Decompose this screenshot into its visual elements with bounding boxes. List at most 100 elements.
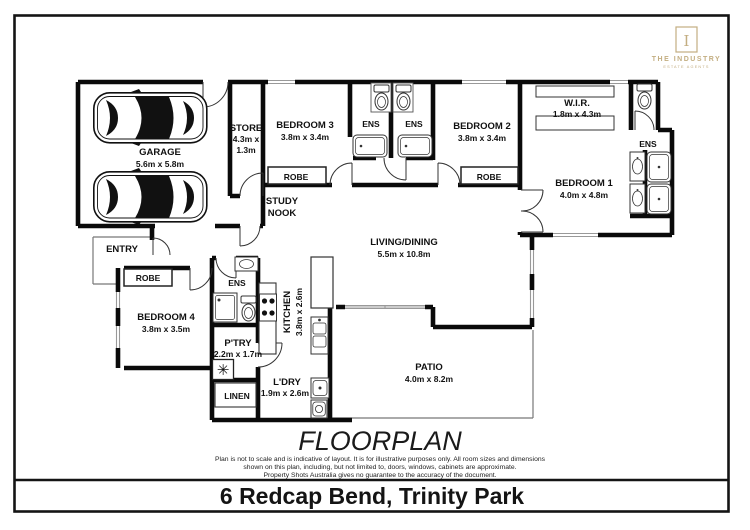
basin-icon: [629, 151, 646, 182]
room-label-ens1: ENS: [639, 139, 657, 149]
svg-text:STORE: STORE: [230, 123, 263, 134]
room-label-kitchen: KITCHEN 3.8m x 2.6m: [282, 287, 304, 336]
basin-icon: [234, 256, 259, 272]
svg-text:GARAGE: GARAGE: [139, 147, 181, 158]
entry-porch-outline: [92, 236, 152, 285]
svg-text:5.5m x 10.8m: 5.5m x 10.8m: [378, 249, 431, 259]
car-icon: [93, 167, 208, 226]
car-icon: [93, 88, 208, 147]
front-door-arc: [152, 237, 171, 256]
plan-title: FLOORPLAN: [298, 426, 462, 456]
svg-text:LIVING/DINING: LIVING/DINING: [370, 237, 438, 248]
room-label-linen: LINEN: [224, 391, 250, 401]
bedroom4-door-arc: [189, 267, 213, 291]
room-label-ens4: ENS: [228, 278, 246, 288]
svg-text:BEDROOM 4: BEDROOM 4: [137, 312, 195, 323]
svg-text:NOOK: NOOK: [268, 208, 297, 219]
room-label-pantry: P'TRY 2.2m x 1.7m: [214, 338, 263, 359]
windows-layer: [114, 78, 628, 348]
room-label-bedroom2: BEDROOM 2 3.8m x 3.4m: [453, 121, 511, 143]
wir-shelf: [535, 85, 615, 98]
address-text: 6 Redcap Bend, Trinity Park: [220, 483, 524, 509]
toilet-icon: [636, 83, 653, 110]
logo-company-name: THE INDUSTRY: [652, 56, 721, 63]
agency-logo: I THE INDUSTRY ESTATE AGENTS: [652, 26, 721, 69]
ensuite-door-arc: [383, 157, 407, 181]
patio-outline: [330, 330, 534, 419]
room-label-wir: W.I.R. 1.8m x 4.3m: [553, 98, 602, 119]
room-label-ens-left: ENS: [362, 119, 380, 129]
store-door-arc: [239, 172, 264, 197]
svg-text:P'TRY: P'TRY: [224, 338, 252, 349]
logo-tagline: ESTATE AGENTS: [663, 65, 709, 69]
svg-text:W.I.R.: W.I.R.: [564, 98, 590, 109]
svg-text:PATIO: PATIO: [415, 362, 443, 373]
svg-text:5.6m x 5.8m: 5.6m x 5.8m: [136, 159, 185, 169]
logo-square-icon: [675, 26, 698, 53]
toilet-icon: [240, 295, 257, 322]
shower-icon: [646, 151, 672, 183]
washing-machine-icon: [310, 399, 328, 419]
shower-icon: [646, 183, 672, 215]
svg-text:3.8m x 2.6m: 3.8m x 2.6m: [294, 287, 304, 336]
room-label-patio: PATIO 4.0m x 8.2m: [405, 362, 454, 384]
room-label-bedroom3: BEDROOM 3 3.8m x 3.4m: [276, 120, 334, 142]
svg-text:3.8m x 3.4m: 3.8m x 3.4m: [281, 132, 330, 142]
room-label-living: LIVING/DINING 5.5m x 10.8m: [370, 237, 438, 259]
svg-text:3.8m x 3.4m: 3.8m x 3.4m: [458, 133, 507, 143]
svg-text:1.9m x 2.6m: 1.9m x 2.6m: [261, 388, 310, 398]
svg-text:KITCHEN: KITCHEN: [282, 291, 293, 333]
svg-text:4.3m x: 4.3m x: [233, 134, 260, 144]
svg-text:L'DRY: L'DRY: [273, 377, 301, 388]
room-label-bedroom1: BEDROOM 1 4.0m x 4.8m: [555, 178, 613, 200]
shower-icon: [352, 134, 388, 158]
hot-water-icon: ✳: [211, 358, 235, 381]
bedroom1-double-door-arc: [520, 189, 544, 233]
shower-icon: [212, 292, 238, 323]
svg-text:4.0m x 8.2m: 4.0m x 8.2m: [405, 374, 454, 384]
thin-outlines: [92, 236, 534, 419]
robe-label-bed2: ROBE: [477, 172, 502, 182]
svg-text:BEDROOM 2: BEDROOM 2: [453, 121, 511, 132]
bedroom3-door-arc: [329, 162, 353, 186]
svg-text:BEDROOM 3: BEDROOM 3: [276, 120, 334, 131]
kitchen-island: [310, 256, 334, 309]
disclaimer-line-1: Plan is not to scale and is indicative o…: [215, 456, 546, 463]
room-label-laundry: L'DRY 1.9m x 2.6m: [261, 377, 310, 398]
disclaimer-line-2: shown on this plan, including, but not l…: [243, 464, 516, 471]
room-label-study-nook: STUDY NOOK: [266, 196, 299, 219]
room-label-entry: ENTRY: [106, 244, 139, 255]
linen-box: [214, 382, 257, 408]
logo-monogram: I: [684, 32, 690, 50]
svg-text:4.0m x 4.8m: 4.0m x 4.8m: [560, 190, 609, 200]
svg-text:1.3m: 1.3m: [236, 145, 256, 155]
robe-box: [123, 166, 519, 287]
hall-door-arc: [239, 225, 261, 247]
room-label-garage: GARAGE 5.6m x 5.8m: [136, 147, 185, 169]
svg-text:2.2m x 1.7m: 2.2m x 1.7m: [214, 349, 263, 359]
wc-door-arc: [634, 110, 655, 131]
disclaimer-line-3: Property Shots Australia gives no guaran…: [263, 472, 496, 479]
stove-icon: [259, 293, 277, 322]
footer: FLOORPLAN Plan is not to scale and is in…: [215, 426, 546, 509]
room-labels: GARAGE 5.6m x 5.8m STORE 4.3m x 1.3m BED…: [106, 98, 657, 401]
shower-icon: [397, 134, 433, 158]
room-label-bedroom4: BEDROOM 4 3.8m x 3.5m: [137, 312, 195, 334]
svg-text:STUDY: STUDY: [266, 196, 299, 207]
svg-text:BEDROOM 1: BEDROOM 1: [555, 178, 613, 189]
kitchen-sink-icon: [310, 316, 329, 355]
fixtures-layer: ✳: [93, 82, 672, 419]
room-label-store: STORE 4.3m x 1.3m: [230, 123, 263, 155]
svg-text:3.8m x 3.5m: 3.8m x 3.5m: [142, 324, 191, 334]
robe-label-bed3: ROBE: [284, 172, 309, 182]
laundry-trough-icon: [310, 377, 330, 399]
wir-shelf: [535, 115, 615, 131]
room-label-ens-right: ENS: [405, 119, 423, 129]
toilet-icon: [395, 84, 412, 111]
basin-icon: [629, 183, 646, 214]
svg-text:✳: ✳: [217, 361, 230, 379]
bedroom2-door-arc: [437, 162, 461, 186]
toilet-icon: [373, 84, 390, 111]
